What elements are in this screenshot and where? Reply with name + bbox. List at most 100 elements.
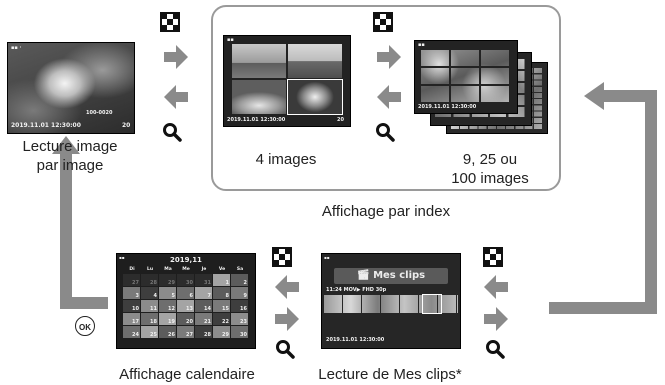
- calendar-day-cell: 23: [231, 313, 248, 325]
- calendar-day-number: 26: [168, 332, 175, 338]
- calendar-day-number: 30: [240, 332, 247, 338]
- index-grid-icon: [272, 247, 292, 267]
- calendar-day-cell: 30: [177, 274, 194, 286]
- calendar-day-number: 11: [150, 306, 157, 312]
- calendar-day-cell: 3: [123, 287, 140, 299]
- nine-grid: [421, 48, 511, 102]
- four-thumb-2: [288, 44, 342, 78]
- myclips-screen: ▪▪ 🎬︎ Mes clips 11:24 MOV▶ FHD 30p 2019.…: [321, 253, 461, 349]
- calendar-day-number: 8: [225, 293, 229, 299]
- calendar-day-number: 10: [132, 306, 139, 312]
- index-group-frame: [211, 5, 561, 191]
- calendar-day-cell: 4: [141, 287, 158, 299]
- zoom-magnifier-icon: [275, 339, 295, 359]
- calendar-day-cell: 2: [231, 274, 248, 286]
- calendar-caption: Affichage calendaire: [119, 366, 255, 383]
- single-frame-caption: Lecture image par image: [22, 138, 118, 174]
- calendar-day-number: 18: [150, 319, 157, 325]
- calendar-day-cell: 24: [123, 326, 140, 338]
- myclips-timestamp: 2019.11.01 12:30:00: [326, 337, 385, 343]
- zoom-magnifier-icon: [375, 122, 395, 142]
- index-grid-icon: [483, 247, 503, 267]
- single-frame-number: 100-0020: [86, 110, 113, 116]
- calendar-day-number: 3: [135, 293, 139, 299]
- calendar-day-number: 22: [222, 319, 229, 325]
- calendar-day-cell: 17: [123, 313, 140, 325]
- calendar-day-cell: 29: [159, 274, 176, 286]
- calendar-day-cell: 28: [195, 326, 212, 338]
- calendar-day-number: 15: [222, 306, 229, 312]
- calendar-day-cell: 21: [195, 313, 212, 325]
- single-mode-indicator: ▪▪ ·: [11, 45, 22, 51]
- many-images-caption: 9, 25 ou 100 images: [451, 151, 529, 187]
- myclips-selected-thumb: [422, 294, 442, 314]
- index-grid-icon: [373, 12, 393, 32]
- calendar-day-cell: 26: [159, 326, 176, 338]
- calendar-day-cell: 25: [141, 326, 158, 338]
- ok-label: OK: [79, 323, 91, 332]
- calendar-day-cell: 31: [195, 274, 212, 286]
- calendar-day-number: 27: [186, 332, 193, 338]
- calendar-day-number: 17: [132, 319, 139, 325]
- connector-right: [549, 90, 657, 314]
- four-timestamp: 2019.11.01 12:30:00: [227, 117, 286, 123]
- calendar-day-number: 4: [153, 293, 157, 299]
- myclips-title-bar: 🎬︎ Mes clips: [334, 268, 448, 284]
- four-count: 20: [337, 117, 344, 123]
- calendar-day-cell: 15: [213, 300, 230, 312]
- calendar-day-number: 12: [168, 306, 175, 312]
- myclips-mode-indicator: ▪▪: [324, 255, 330, 260]
- calendar-day-number: 19: [168, 319, 175, 325]
- calendar-day-cell: 19: [159, 313, 176, 325]
- single-photo: [8, 43, 134, 133]
- index-group-caption: Affichage par index: [321, 203, 451, 220]
- calendar-day-number: 6: [189, 293, 193, 299]
- calendar-day-cell: 11: [141, 300, 158, 312]
- calendar-day-number: 1: [225, 280, 229, 286]
- calendar-day-cell: 29: [213, 326, 230, 338]
- calendar-day-cell: 13: [177, 300, 194, 312]
- calendar-day-number: 28: [150, 280, 157, 286]
- calendar-day-cell: 27: [177, 326, 194, 338]
- nine-mode-indicator: ▪▪: [418, 42, 425, 48]
- nine-timestamp: 2019.11.01 12:30:00: [418, 104, 477, 110]
- calendar-day-cell: 22: [213, 313, 230, 325]
- calendar-day-cell: 9: [231, 287, 248, 299]
- connector-left-arrowhead: [52, 136, 80, 154]
- calendar-day-cell: 18: [141, 313, 158, 325]
- calendar-mode-indicator: ▪▪: [119, 255, 125, 260]
- calendar-day-cell: 16: [231, 300, 248, 312]
- single-timestamp: 2019.11.01 12:30:00: [11, 122, 81, 129]
- calendar-day-number: 29: [168, 280, 175, 286]
- myclips-caption: Lecture de Mes clips*: [318, 366, 462, 383]
- calendar-day-cell: 30: [231, 326, 248, 338]
- calendar-day-number: 14: [204, 306, 211, 312]
- ok-button-icon: OK: [75, 316, 95, 336]
- calendar-day-cell: 1: [213, 274, 230, 286]
- arrow-left-icon: [484, 275, 508, 299]
- single-frame-screen: ▪▪ · 100-0020 2019.11.01 12:30:00 20: [7, 42, 135, 134]
- calendar-weekday: Di: [129, 267, 135, 272]
- calendar-day-cell: 12: [159, 300, 176, 312]
- arrow-right-icon: [484, 307, 508, 331]
- arrow-left-icon: [275, 275, 299, 299]
- myclips-title: Mes clips: [373, 270, 426, 281]
- calendar-day-number: 2: [243, 280, 247, 286]
- myclips-thumb-strip: [324, 295, 458, 313]
- arrow-right-icon: [275, 307, 299, 331]
- four-thumb-4: [287, 79, 343, 115]
- nine-index-screen: ▪▪ 2019.11.01 12:30:00: [414, 40, 518, 114]
- calendar-day-cell: 28: [141, 274, 158, 286]
- calendar-day-number: 25: [150, 332, 157, 338]
- calendar-day-number: 30: [186, 280, 193, 286]
- calendar-day-number: 13: [186, 306, 193, 312]
- arrow-right-icon: [377, 45, 401, 69]
- calendar-day-number: 29: [222, 332, 229, 338]
- index-grid-icon: [160, 12, 180, 32]
- four-images-caption: 4 images: [255, 151, 317, 168]
- myclips-info: 11:24 MOV▶ FHD 30p: [326, 287, 387, 293]
- movie-icon: 🎬︎: [356, 270, 370, 281]
- four-index-screen: ▪▪ 2019.11.01 12:30:00 20: [223, 35, 351, 127]
